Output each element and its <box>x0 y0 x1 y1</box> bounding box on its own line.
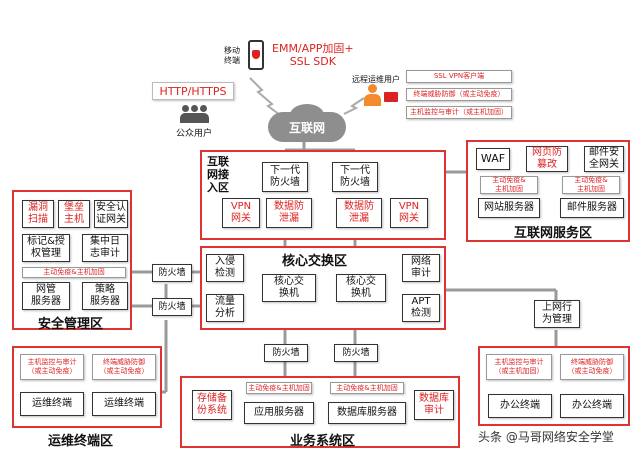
internet-access-zone-title: 互联 网接 入区 <box>207 155 229 194</box>
firewall-bottom-2: 防火墙 <box>334 344 378 362</box>
firewall-bottom-1: 防火墙 <box>264 344 308 362</box>
dlp-1: 数据防 泄漏 <box>266 198 312 228</box>
endpoint-threat-box-top: 终端威胁防御（或主动免疫） <box>406 88 512 101</box>
apt-detection-box: APT 检测 <box>402 294 440 322</box>
label-auth-box: 标记&授 权管理 <box>22 234 70 262</box>
internet-service-zone-title: 互联网服务区 <box>514 226 593 241</box>
web-tamper-box: 网页防 篡改 <box>526 146 568 172</box>
office-host-audit-box: 主机监控与审计 （或主机加固） <box>486 354 552 380</box>
host-immune-box-web: 主动免疫& 主机加固 <box>480 176 538 194</box>
emm-label: EMM/APP加固+ SSL SDK <box>272 42 354 68</box>
host-immune-box-app: 主动免疫&主机加固 <box>246 382 312 394</box>
remote-user-icon <box>362 84 384 108</box>
public-user-label: 公众用户 <box>176 129 213 139</box>
bastion-host-box: 堡垒 主机 <box>58 200 90 228</box>
http-https-box: HTTP/HTTPS <box>152 82 234 100</box>
backup-system-box: 存储备 份系统 <box>192 390 232 420</box>
firewall-left-2: 防火墙 <box>152 298 192 316</box>
core-switch-2: 核心交 换机 <box>336 274 386 302</box>
mail-security-gw-box: 邮件安 全网关 <box>584 146 624 172</box>
core-switch-1: 核心交 换机 <box>262 274 316 302</box>
core-zone-title: 核心交换区 <box>282 254 348 269</box>
db-server-box: 数据库服务器 <box>328 402 406 424</box>
next-gen-firewall-2: 下一代 防火墙 <box>332 162 378 192</box>
policy-server-box: 策略 服务器 <box>82 282 128 310</box>
host-immune-box-security: 主动免疫&主机加固 <box>22 267 126 278</box>
netmgmt-server-box: 网管 服务器 <box>22 282 70 310</box>
db-audit-box: 数据库 审计 <box>414 390 454 420</box>
business-zone-title: 业务系统区 <box>290 434 356 449</box>
online-behavior-box: 上网行 为管理 <box>534 300 580 328</box>
flow-analysis-box: 流量 分析 <box>206 294 244 322</box>
mobile-phone-icon <box>248 40 264 70</box>
mobile-terminal-label: 移动 终端 <box>224 46 240 65</box>
ids-box: 入侵 检测 <box>206 254 244 282</box>
security-zone-title: 安全管理区 <box>38 317 104 332</box>
ops-zone-title: 运维终端区 <box>48 434 114 449</box>
host-immune-box-db: 主动免疫&主机加固 <box>330 382 404 394</box>
office-terminal-2: 办公终端 <box>560 394 624 418</box>
remote-user-label: 远程运维用户 <box>352 75 400 84</box>
ops-host-audit-box: 主机监控与审计 （或主动免疫） <box>20 354 84 380</box>
waf-box: WAF <box>476 148 510 170</box>
office-endpoint-threat-box: 终端威胁防御 （或主动免疫） <box>560 354 624 380</box>
mail-server-box: 邮件服务器 <box>560 198 624 218</box>
log-audit-box: 集中日 志审计 <box>82 234 128 262</box>
laptop-icon <box>384 92 398 102</box>
ops-terminal-1: 运维终端 <box>20 392 84 416</box>
ops-endpoint-threat-box: 终端威胁防御 （或主动免疫） <box>92 354 156 380</box>
watermark: 头条 @马哥网络安全学堂 <box>478 430 614 444</box>
cert-gateway-box: 安全认 证网关 <box>94 200 128 228</box>
next-gen-firewall-1: 下一代 防火墙 <box>262 162 308 192</box>
vpn-gateway-2: VPN 网关 <box>390 198 428 228</box>
firewall-left-1: 防火墙 <box>152 264 192 282</box>
vuln-scan-box: 漏洞 扫描 <box>22 200 54 228</box>
vpn-gateway-1: VPN 网关 <box>222 198 260 228</box>
host-immune-box-mail: 主动免疫& 主机加固 <box>562 176 620 194</box>
network-audit-box: 网络 审计 <box>402 254 440 282</box>
ops-terminal-2: 运维终端 <box>92 392 156 416</box>
public-user-icon <box>178 105 212 129</box>
internet-label: 互联网 <box>288 121 325 135</box>
app-server-box: 应用服务器 <box>244 402 314 424</box>
office-terminal-1: 办公终端 <box>488 394 552 418</box>
dlp-2: 数据防 泄漏 <box>336 198 382 228</box>
host-audit-box-top: 主机监控与审计（或主机加固） <box>406 106 512 119</box>
web-server-box: 网站服务器 <box>478 198 540 218</box>
ssl-vpn-client-box: SSL VPN客户端 <box>406 70 512 83</box>
internet-cloud-bump <box>290 104 324 126</box>
